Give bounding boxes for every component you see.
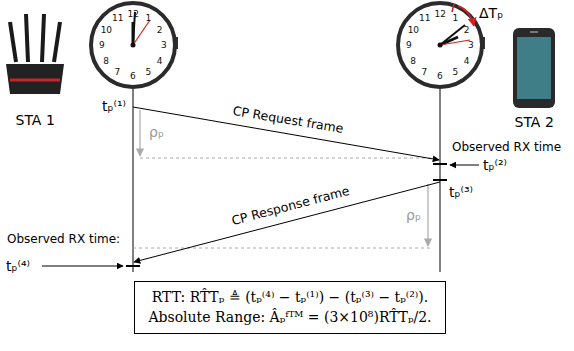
clock-numeral: 12 — [128, 9, 139, 19]
station-label: STA 2 — [515, 114, 554, 130]
timestamp-label: tₚ⁽³⁾ — [449, 184, 473, 200]
response-frame-arrow — [134, 182, 440, 262]
antenna — [26, 14, 28, 62]
formula-box: RTT: RT̂Tₚ ≜ (tₚ⁽⁴⁾ − tₚ⁽¹⁾) − (tₚ⁽³⁾ − … — [134, 281, 446, 334]
antenna — [54, 22, 60, 62]
phone-body — [513, 28, 555, 108]
phone-screen — [517, 37, 551, 99]
clock-numeral: 10 — [408, 25, 419, 35]
clock-numeral: 7 — [422, 67, 428, 77]
router-icon — [6, 14, 64, 94]
router-stripe — [10, 79, 60, 82]
router-body — [6, 64, 64, 94]
timestamp-label: tₚ⁽¹⁾ — [102, 98, 126, 114]
clock-numeral: 4 — [464, 56, 470, 66]
time-tick — [433, 179, 447, 181]
clock-numeral: 9 — [99, 40, 105, 50]
offset-label: ΔTₚ — [479, 5, 503, 21]
time-tick — [126, 265, 140, 267]
clock-numeral: 7 — [115, 67, 121, 77]
clock-pin — [131, 43, 136, 48]
clock-face — [398, 3, 482, 87]
clock-numeral: 2 — [157, 25, 163, 35]
frame-label: CP Response frame — [230, 184, 351, 228]
clock-numeral: 12 — [435, 9, 446, 19]
second-hand — [440, 40, 470, 45]
clock-numeral: 10 — [101, 25, 112, 35]
range-formula: Absolute Range: Âₚᶠᵀᴹ = (3×10⁸)RT̂Tₚ/2. — [147, 307, 433, 327]
clock-numeral: 11 — [112, 13, 123, 23]
timestamp-label: tₚ⁽²⁾ — [483, 157, 507, 173]
delay-label: ρₚ — [149, 124, 164, 140]
clock-pin — [438, 43, 443, 48]
clock — [398, 3, 485, 87]
clock-numeral: 8 — [410, 56, 416, 66]
clock-numeral: 6 — [437, 71, 443, 81]
clock-numeral: 11 — [419, 13, 430, 23]
pointer-arrow — [42, 266, 123, 267]
clock-numeral: 9 — [406, 40, 412, 50]
second-hand — [133, 20, 150, 45]
clock-numeral: 4 — [157, 56, 163, 66]
station-label: STA 1 — [16, 112, 55, 128]
rtt-formula: RTT: RT̂Tₚ ≜ (tₚ⁽⁴⁾ − tₚ⁽¹⁾) − (tₚ⁽³⁾ − … — [147, 287, 433, 307]
clock-numeral: 8 — [103, 56, 109, 66]
offset-arrow — [458, 6, 474, 26]
phone-speaker — [530, 31, 538, 33]
offset-tick — [452, 4, 454, 12]
delay-arrow — [139, 110, 140, 156]
guide-line — [133, 248, 430, 249]
delay-label: ρₚ — [406, 207, 421, 223]
frame-label: CP Request frame — [232, 104, 345, 136]
clock-numeral: 5 — [453, 67, 459, 77]
antenna — [10, 22, 16, 62]
clock-numeral: 3 — [161, 40, 167, 50]
clock-numeral: 6 — [130, 71, 136, 81]
clock-numeral: 1 — [146, 13, 152, 23]
pointer-arrow — [450, 165, 479, 166]
phone-icon — [513, 28, 555, 108]
clock-face — [91, 3, 175, 87]
clock-numeral: 2 — [464, 25, 470, 35]
clock-numeral: 5 — [146, 67, 152, 77]
rx-time-note: Observed RX time — [452, 141, 561, 155]
timeline — [133, 89, 134, 272]
clock-numeral: 1 — [453, 13, 459, 23]
antenna — [42, 14, 44, 62]
timestamp-label: tₚ⁽⁴⁾ — [6, 258, 30, 274]
time-tick — [433, 163, 447, 165]
rx-time-note: Observed RX time: — [7, 233, 120, 247]
clock-numeral: 3 — [468, 40, 474, 50]
delay-arrow — [427, 184, 428, 246]
clock — [91, 3, 178, 87]
guide-line — [140, 158, 440, 159]
